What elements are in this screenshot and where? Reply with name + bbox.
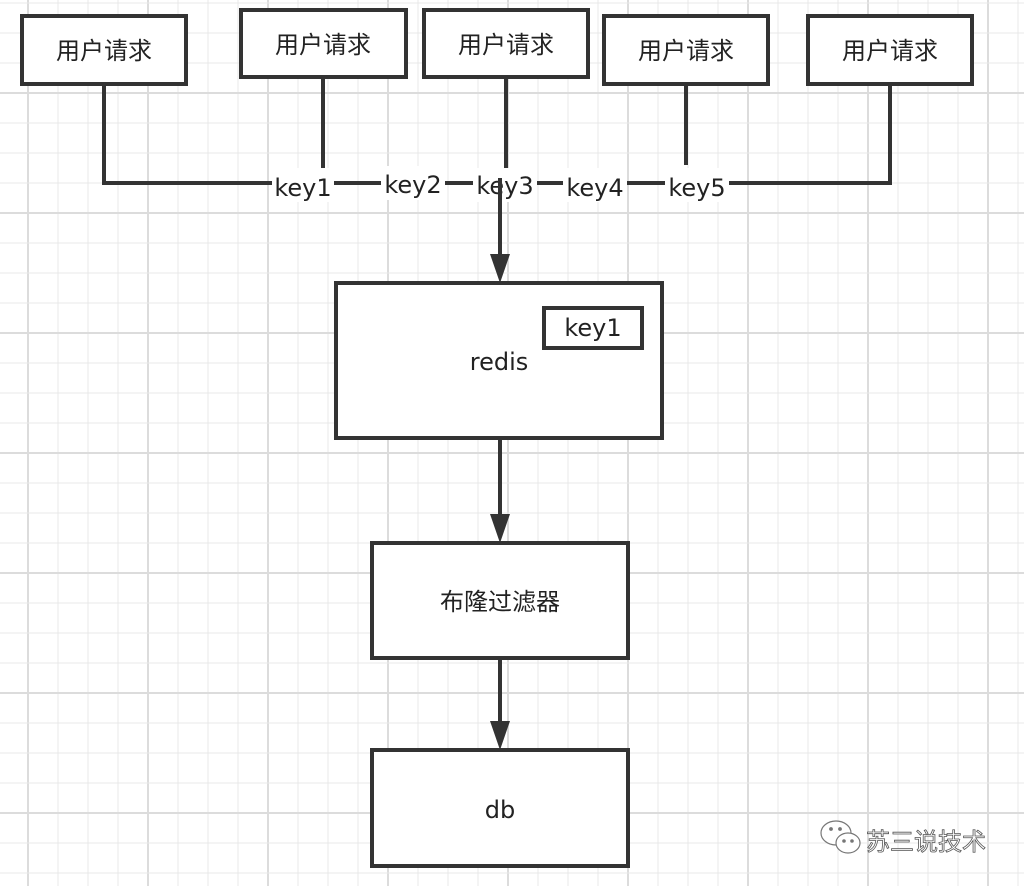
- arrowhead-bloom: [490, 514, 510, 543]
- watermark-text: 苏三说技术: [866, 828, 986, 856]
- request-box-5: [806, 14, 974, 86]
- key-label-5: key5: [668, 174, 725, 202]
- request-label-2: 用户请求: [275, 31, 371, 59]
- key-label-4: key4: [566, 174, 623, 202]
- key-label-2: key2: [384, 171, 441, 199]
- redis-cached-key-label: key1: [564, 314, 621, 342]
- redis-cached-key-box: [542, 306, 644, 350]
- request-box-1: [20, 14, 188, 86]
- arrowhead-redis: [490, 254, 510, 283]
- key-label-1: key1: [274, 174, 331, 202]
- key-label-3: key3: [476, 172, 533, 200]
- bloom-filter-box: [370, 541, 630, 660]
- db-label: db: [485, 796, 515, 824]
- request-label-1: 用户请求: [56, 37, 152, 65]
- db-box: [370, 748, 630, 868]
- request-label-3: 用户请求: [458, 31, 554, 59]
- bloom-filter-label: 布隆过滤器: [440, 588, 560, 616]
- arrowhead-db: [490, 721, 510, 750]
- redis-label: redis: [470, 348, 529, 376]
- watermark: 苏三说技术: [820, 820, 986, 856]
- request-box-2: [239, 8, 408, 79]
- request-box-4: [602, 14, 770, 86]
- request-box-3: [422, 8, 590, 79]
- request-label-5: 用户请求: [842, 37, 938, 65]
- wechat-icon: [820, 820, 861, 854]
- key-labels: key1 key2 key3 key4 key5: [272, 166, 729, 202]
- request-label-4: 用户请求: [638, 37, 734, 65]
